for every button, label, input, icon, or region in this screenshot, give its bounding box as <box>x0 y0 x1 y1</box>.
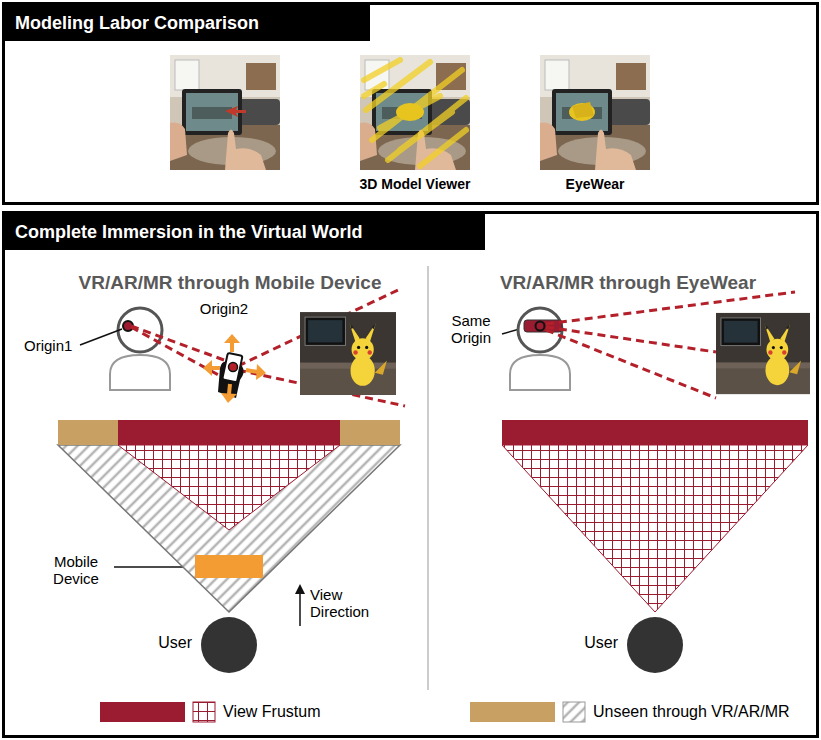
motion-arrows-part <box>256 364 266 380</box>
user-figure-right-part <box>524 320 562 332</box>
view-ray-dashed <box>131 290 405 406</box>
frustum-eyewear-part <box>502 445 808 612</box>
panel-header: Modeling Labor Comparison <box>5 5 370 41</box>
photo-original-part <box>170 55 280 170</box>
photo-eyewear <box>540 55 650 170</box>
photo-3d-model-viewer-part <box>364 60 400 80</box>
user-figure-left-part <box>118 308 162 352</box>
motion-arrows-part <box>211 366 220 370</box>
user-label: User <box>546 634 618 652</box>
photo-3d-model-viewer-part <box>364 60 466 166</box>
photo-3d-model-viewer-part <box>396 103 424 121</box>
frustum-mobile-part <box>58 420 118 445</box>
origin-label: Origin1 <box>24 337 88 354</box>
photo-3d-model-viewer-part <box>380 96 440 128</box>
frustum-mobile-part <box>118 420 340 445</box>
legend-text: View Frustum <box>223 702 321 722</box>
leader-line-part <box>114 566 193 568</box>
divider-line <box>427 266 429 690</box>
legend-swatch <box>470 702 555 722</box>
view-direction-arrow-part <box>299 592 301 626</box>
photo-3d-model-viewer-part <box>372 70 462 140</box>
legend-pattern-part <box>563 702 585 722</box>
motion-arrows-part <box>246 370 258 372</box>
view-ray-dashed-part <box>131 327 224 378</box>
user-label: User <box>120 634 192 652</box>
motion-arrows-part <box>230 342 234 352</box>
frustum-mobile-part <box>195 555 263 578</box>
view-direction-arrow-part <box>295 584 305 594</box>
user-figure-left <box>110 308 170 390</box>
photo-original-part <box>225 106 246 117</box>
motion-arrows-part <box>203 360 212 376</box>
photo-3d-model-viewer-part <box>364 84 384 96</box>
picture-eyewear-view-part <box>716 313 810 394</box>
photo-3d-model-viewer <box>360 55 470 170</box>
panel-box: Modeling Labor Comparison <box>2 2 819 205</box>
photo-3d-model-viewer-part <box>360 55 470 170</box>
legend-pattern <box>193 702 585 722</box>
picture-eyewear-view <box>716 313 810 394</box>
frustum-mobile-part <box>58 445 400 612</box>
origin-label: Origin2 <box>192 300 256 317</box>
frustum-mobile-part <box>201 617 257 673</box>
frustum-mobile-part <box>340 420 400 445</box>
user-figure-right-part <box>518 308 562 352</box>
photo-original <box>170 55 280 170</box>
image-caption: 3D Model Viewer <box>355 176 475 192</box>
frustum-eyewear-part <box>627 617 683 673</box>
hand-with-phone <box>218 353 244 398</box>
view-direction-arrow <box>295 584 305 626</box>
user-figure-right-part <box>536 322 545 331</box>
image-caption: EyeWear <box>535 176 655 192</box>
origin-label: Same Origin <box>443 312 499 347</box>
user-figure-left-part <box>110 355 170 390</box>
photo-eyewear-part <box>572 102 594 118</box>
device-label: Mobile Device <box>40 553 112 588</box>
photo-3d-model-viewer-part <box>420 130 466 166</box>
legend-text: Unseen through VR/AR/MR <box>593 702 790 722</box>
panel-header: Complete Immersion in the Virtual World <box>5 214 485 250</box>
leader-line-part <box>80 329 122 345</box>
picture-mobile-view-part <box>300 312 396 395</box>
frustum-mobile <box>58 420 400 673</box>
section-heading: VR/AR/MR through Mobile Device <box>20 272 440 294</box>
direction-label: View Direction <box>310 586 385 621</box>
legend-pattern-part <box>193 702 215 722</box>
section-heading: VR/AR/MR through EyeWear <box>438 272 818 294</box>
frustum-eyewear <box>502 420 808 673</box>
hand-with-phone-part <box>222 353 242 383</box>
motion-arrows-part <box>221 393 237 403</box>
photo-eyewear-part <box>569 103 595 121</box>
motion-arrows <box>203 334 266 403</box>
hand-with-phone-part <box>229 363 238 372</box>
view-ray-dashed-part <box>546 330 716 398</box>
photo-3d-model-viewer-part <box>388 98 466 160</box>
view-ray-dashed-part <box>131 326 224 360</box>
user-figure-right <box>510 308 570 390</box>
picture-mobile-view <box>300 312 396 395</box>
frustum-eyewear-part <box>502 420 808 445</box>
frustum-mobile-part <box>118 445 340 530</box>
legend-swatch <box>100 702 185 722</box>
photo-eyewear-part <box>540 55 650 170</box>
motion-arrows-part <box>224 334 240 343</box>
motion-arrows-part <box>229 384 230 394</box>
user-figure-right-part <box>510 355 570 390</box>
